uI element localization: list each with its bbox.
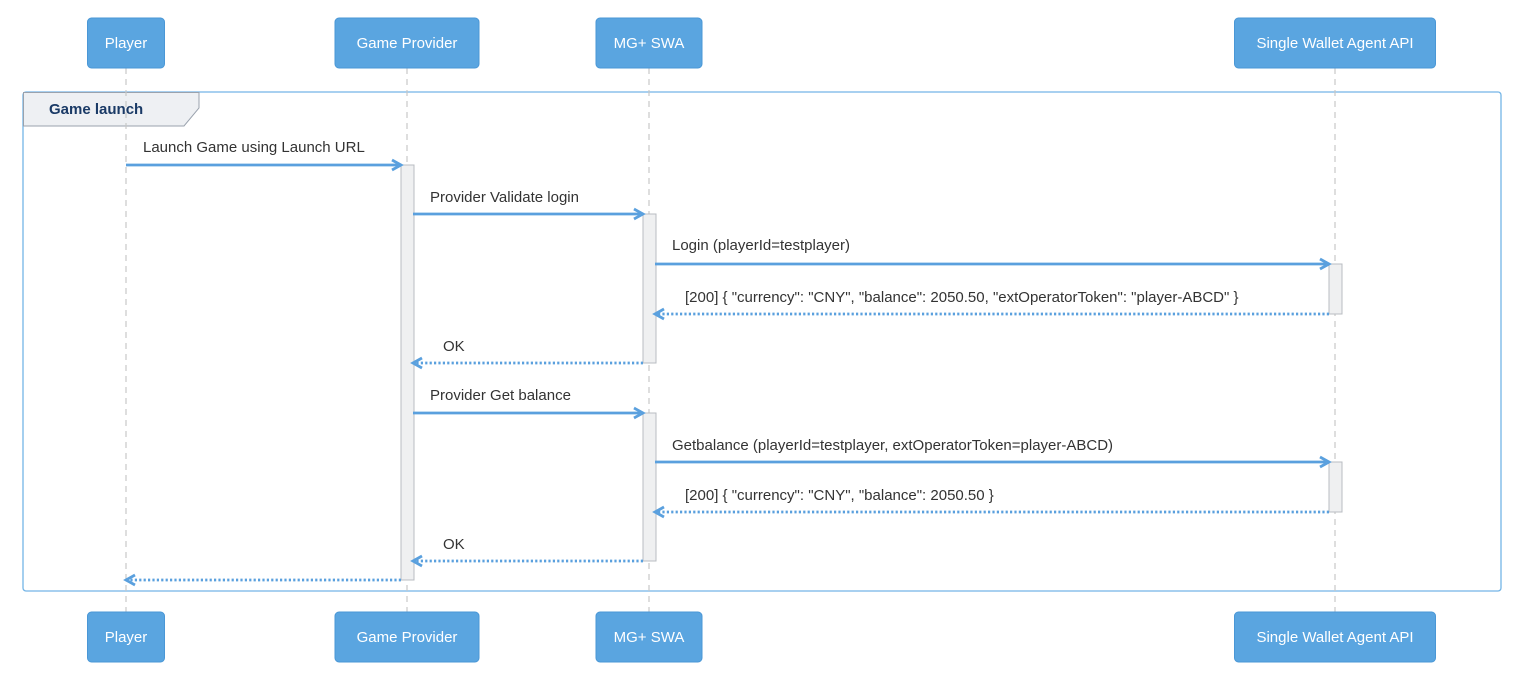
message-3: Login (playerId=testplayer) [655,237,1332,271]
participant-label: Game Provider [357,629,458,646]
arrowhead-icon [652,307,665,321]
participant-label: Player [105,35,148,52]
arrowhead-icon [1319,257,1332,271]
message-label: [200] { "currency": "CNY", "balance": 20… [685,289,1239,306]
activation-bar-provider [400,164,415,581]
frame-border [22,91,1502,592]
participant-api-bottom: Single Wallet Agent API [1234,611,1436,663]
participant-provider-bottom: Game Provider [334,611,480,663]
participant-label: MG+ SWA [614,35,685,52]
message-label: OK [443,536,465,553]
activation-bar-api [1328,263,1343,315]
participant-player-bottom: Player [87,611,165,663]
arrowhead-icon [633,207,646,221]
message-label: Provider Validate login [430,189,579,206]
participant-label: MG+ SWA [614,629,685,646]
arrowhead-icon [123,573,136,587]
participant-label: Game Provider [357,35,458,52]
message-5: OK [410,338,643,370]
message-7: Getbalance (playerId=testplayer, extOper… [655,437,1332,469]
participant-box [1234,611,1436,663]
message-8: [200] { "currency": "CNY", "balance": 20… [652,487,1329,519]
participant-box [595,611,703,663]
message-10 [123,573,401,587]
participant-box [87,17,165,69]
participant-box [595,17,703,69]
message-label: Launch Game using Launch URL [143,139,365,156]
participant-label: Player [105,629,148,646]
participant-box [1234,17,1436,69]
participant-player-top: Player [87,17,165,69]
participant-swa-bottom: MG+ SWA [595,611,703,663]
message-4: [200] { "currency": "CNY", "balance": 20… [652,289,1329,321]
participant-box [334,17,480,69]
frame-game-launch: Game launch [22,91,1502,592]
participant-provider-top: Game Provider [334,17,480,69]
participant-label: Single Wallet Agent API [1256,629,1413,646]
arrowhead-icon [1319,455,1332,469]
message-6: Provider Get balance [413,387,646,420]
arrowhead-icon [633,406,646,420]
arrowhead-icon [391,158,404,172]
frame-title: Game launch [49,101,143,118]
message-label: [200] { "currency": "CNY", "balance": 20… [685,487,994,504]
participant-api-top: Single Wallet Agent API [1234,17,1436,69]
participant-box [87,611,165,663]
activation-bar-swa [642,213,657,364]
arrowhead-icon [652,505,665,519]
activation-bar-api [1328,461,1343,513]
participant-swa-top: MG+ SWA [595,17,703,69]
arrowhead-icon [410,554,423,568]
message-9: OK [410,536,643,568]
arrowhead-icon [410,356,423,370]
message-label: Getbalance (playerId=testplayer, extOper… [672,437,1113,454]
frame-tab [23,92,200,127]
participant-label: Single Wallet Agent API [1256,35,1413,52]
message-label: Login (playerId=testplayer) [672,237,850,254]
message-2: Provider Validate login [413,189,646,221]
message-1: Launch Game using Launch URL [126,139,404,172]
participant-box [334,611,480,663]
activation-bar-swa [642,412,657,562]
message-label: OK [443,338,465,355]
message-label: Provider Get balance [430,387,571,404]
